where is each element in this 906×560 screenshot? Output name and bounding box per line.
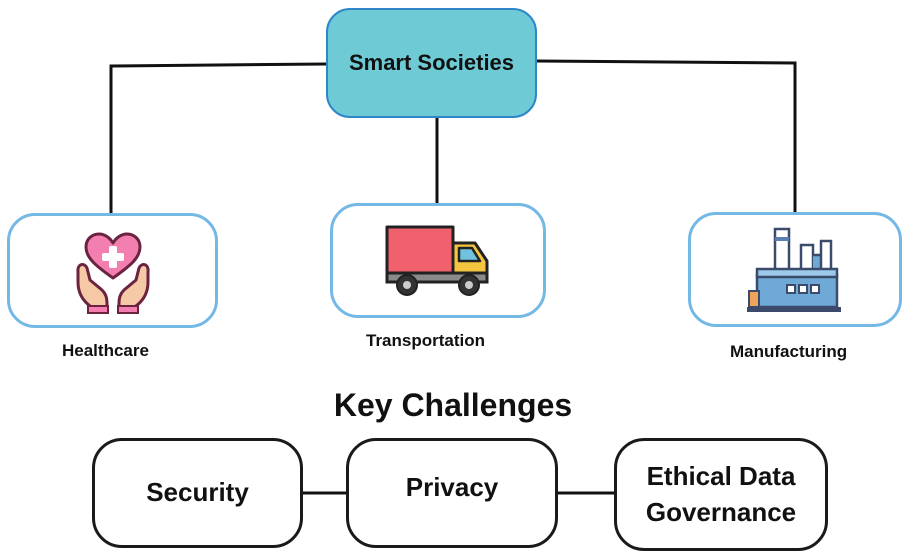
challenge-governance-label: Ethical Data Governance bbox=[645, 461, 797, 527]
connector-root-healthcare bbox=[109, 62, 327, 216]
challenge-governance: Ethical Data Governance bbox=[614, 438, 828, 551]
healthcare-label: Healthcare bbox=[62, 341, 149, 360]
healthcare-card bbox=[7, 213, 218, 328]
transportation-card bbox=[330, 203, 546, 318]
factory-icon bbox=[747, 227, 841, 312]
connector-root-manufacturing bbox=[536, 59, 797, 214]
challenge-privacy-label: Privacy bbox=[405, 472, 499, 503]
root-node-label: Smart Societies bbox=[348, 50, 515, 75]
root-node-smart-societies: Smart Societies bbox=[326, 8, 537, 118]
manufacturing-card bbox=[688, 212, 902, 327]
manufacturing-label: Manufacturing bbox=[730, 342, 848, 361]
heart-hands-icon bbox=[75, 232, 150, 314]
truck-icon bbox=[385, 225, 489, 296]
challenge-security-label: Security bbox=[146, 477, 249, 508]
challenge-privacy: Privacy bbox=[346, 438, 558, 548]
key-challenges-heading: Key Challenges bbox=[333, 387, 573, 423]
transportation-label: Transportation bbox=[366, 331, 486, 350]
challenge-security: Security bbox=[92, 438, 303, 548]
